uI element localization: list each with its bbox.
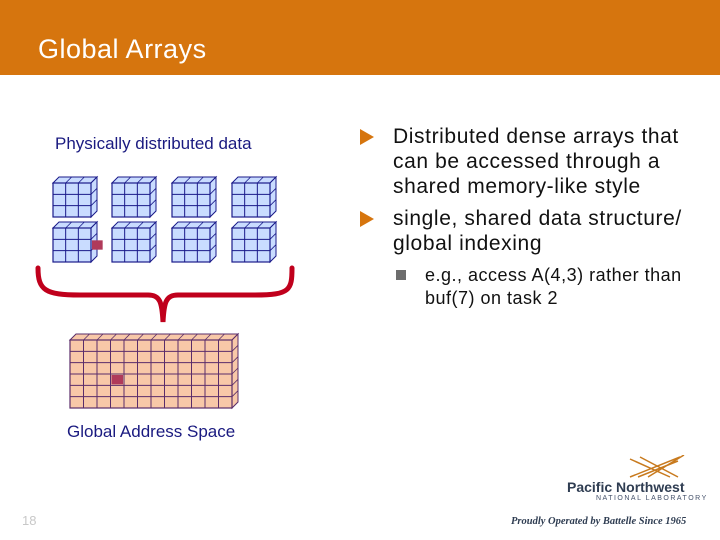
global-address-block [68,332,240,410]
battelle-tagline: Proudly Operated by Battelle Since 1965 [511,516,687,527]
bullet-list: Distributed dense arrays that can be acc… [360,124,710,310]
triangle-bullet-icon [360,211,374,227]
local-block [51,175,99,219]
bullet-item-1: Distributed dense arrays that can be acc… [360,124,710,199]
page-number: 18 [22,513,37,528]
slide-title: Global Arrays [38,34,207,64]
square-bullet-icon [396,270,406,280]
global-array-grid [68,332,240,410]
local-blocks [51,175,278,264]
sub-bullet-item-1: e.g., access A(4,3) rather than buf(7) o… [360,264,710,310]
highlighted-element [111,375,123,385]
physically-distributed-label: Physically distributed data [55,134,252,153]
local-block [170,175,218,219]
triangle-bullet-icon [360,129,374,145]
bullet-item-2: single, shared data structure/ global in… [360,206,710,256]
highlighted-element [92,240,103,250]
local-block [110,220,158,264]
local-block [51,220,103,264]
logo-line-1: Pacific Northwest [567,479,685,495]
local-block [110,175,158,219]
bullet-text-1: Distributed dense arrays that can be acc… [393,125,679,198]
sub-bullet-text-1: e.g., access A(4,3) rather than buf(7) o… [425,265,682,308]
logo-line-2: NATIONAL LABORATORY [596,495,708,502]
title-bar: Global Arrays [0,0,720,75]
local-block [230,175,278,219]
local-block [230,220,278,264]
curly-brace [35,265,295,323]
global-address-space-label: Global Address Space [67,422,236,441]
pnnl-logo-mark [629,455,685,478]
local-block [170,220,218,264]
bullet-text-2: single, shared data structure/ global in… [393,207,682,255]
